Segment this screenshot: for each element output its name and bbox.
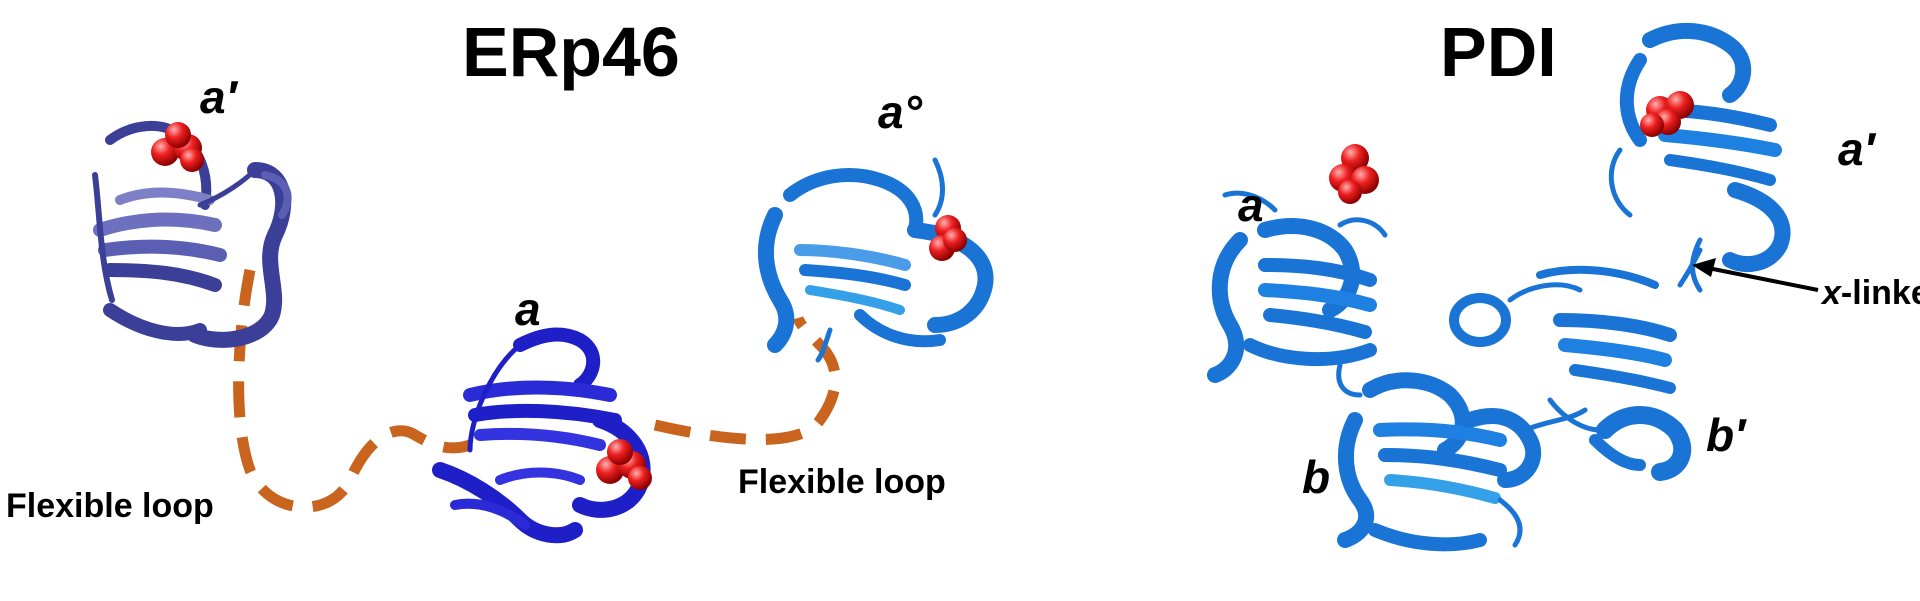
pdi-linkers [1336, 247, 1703, 433]
label-erp46-a-prime: a′ [200, 71, 237, 123]
active-site-erp46-a [596, 439, 652, 490]
label-erp46-a: a [515, 283, 541, 335]
label-flexible-loop-right: Flexible loop [738, 463, 946, 501]
title-erp46: ERp46 [462, 13, 680, 91]
label-pdi-a-prime: a′ [1838, 123, 1875, 175]
label-pdi-b-prime: b′ [1706, 409, 1746, 461]
erp46-a-zero-domain [757, 157, 994, 363]
active-site-erp46-a-prime [151, 122, 204, 172]
label-flexible-loop-left: Flexible loop [6, 487, 214, 525]
flexible-loop-right-dashed [653, 316, 841, 445]
active-site-erp46-a-zero [929, 215, 967, 261]
erp46-a-domain [432, 327, 651, 544]
label-x-linker-italic: x [1822, 274, 1841, 312]
erp46-a-prime-domain [92, 120, 292, 348]
label-pdi-b: b [1302, 451, 1331, 503]
label-x-linker-rest: -linker [1840, 274, 1920, 312]
label-erp46-a-zero: a° [878, 86, 922, 138]
pdi-b-domain [1337, 372, 1542, 552]
label-pdi-a: a [1238, 179, 1264, 231]
active-site-pdi-a [1329, 144, 1379, 204]
active-site-pdi-a-prime [1640, 91, 1694, 137]
pdi-b-prime-domain [1449, 265, 1692, 481]
flexible-loop-left-dashed [233, 268, 472, 513]
x-linker-arrow [1692, 258, 1819, 292]
title-pdi: PDI [1440, 13, 1557, 91]
label-x-linker: x-linker [1822, 274, 1920, 313]
pdi-a-domain [1207, 190, 1388, 383]
